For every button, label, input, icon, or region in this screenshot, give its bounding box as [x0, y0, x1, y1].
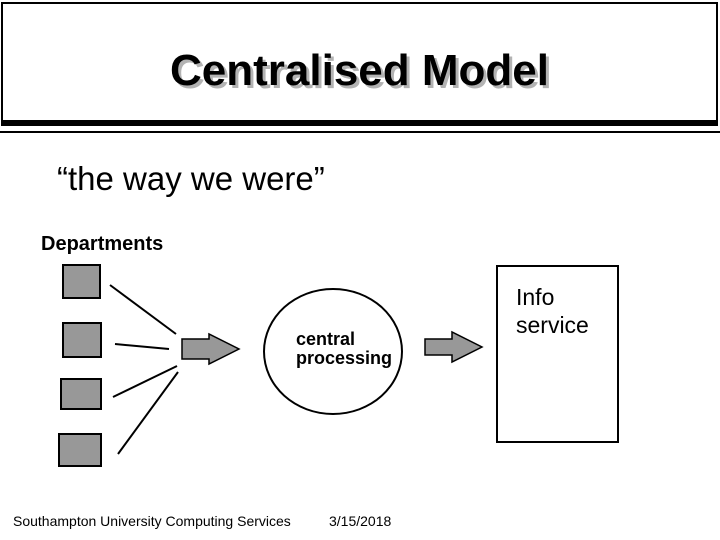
central-processing-circle: central processing [263, 288, 403, 415]
flow-arrow-left-icon [181, 332, 241, 366]
title-bar: Centralised Model [1, 2, 718, 126]
department-square-1 [62, 264, 101, 299]
info-service-label-line2: service [516, 312, 589, 338]
footer-date: 3/15/2018 [329, 513, 392, 529]
footer-organization: Southampton University Computing Service… [13, 513, 291, 529]
connector-line-1 [109, 284, 177, 335]
footer: Southampton University Computing Service… [0, 514, 720, 534]
central-processing-label: central processing [296, 330, 392, 368]
info-service-box: Info service [496, 265, 619, 443]
connector-line-4 [117, 371, 179, 455]
department-square-2 [62, 322, 102, 358]
department-square-4 [58, 433, 102, 467]
central-processing-label-line1: central [296, 329, 356, 349]
slide-title: Centralised Model [170, 45, 549, 95]
department-square-3 [60, 378, 102, 410]
subtitle-quote: “the way we were” [57, 160, 325, 197]
central-processing-label-line2: processing [296, 348, 393, 368]
info-service-label-line1: Info [516, 284, 555, 310]
departments-label: Departments [41, 233, 164, 255]
connector-line-3 [112, 365, 178, 398]
flow-arrow-right-icon [424, 330, 484, 364]
connector-line-2 [114, 343, 170, 350]
title-divider-line [0, 131, 720, 133]
